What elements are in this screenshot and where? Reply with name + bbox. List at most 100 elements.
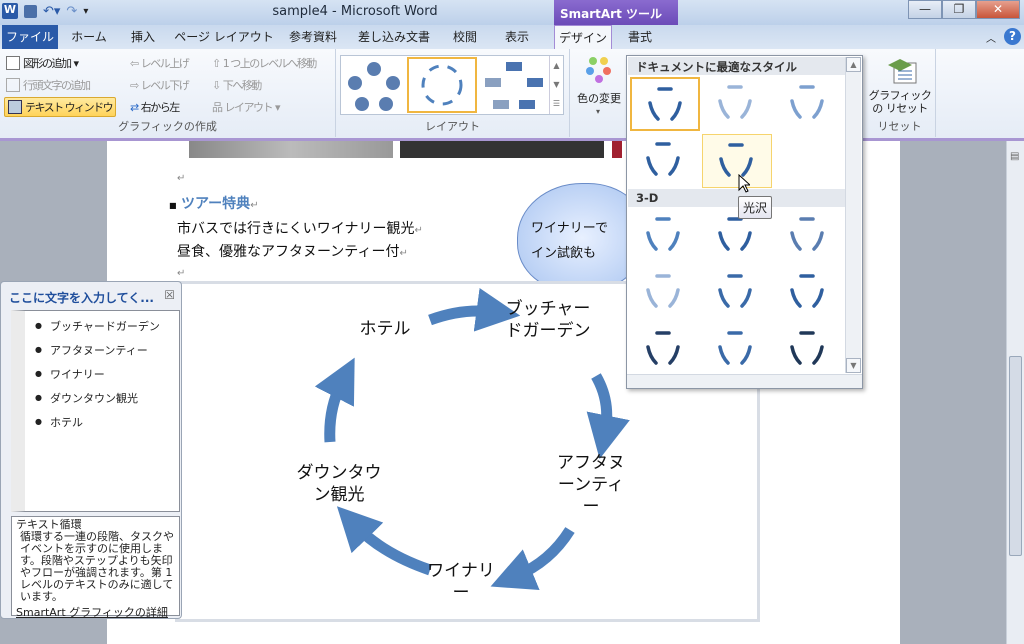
save-icon[interactable] (24, 4, 37, 18)
smartart-styles-gallery: ドキュメントに最適なスタイル 3-D ▲ ▼ (626, 55, 863, 389)
smartart-style-option[interactable] (630, 209, 700, 263)
promote-button[interactable]: ⇦レベル上げ (130, 56, 190, 71)
smartart-details-link[interactable]: SmartArt グラフィックの詳細 (16, 606, 168, 619)
restore-button[interactable]: ❐ (942, 0, 976, 19)
layout-text-cycle[interactable] (407, 57, 477, 113)
list-item[interactable]: ダウンタウン観光 (35, 390, 179, 407)
style-preview (646, 142, 680, 176)
cycle-arrow (314, 357, 355, 443)
scroll-up-button[interactable]: ▲ (846, 57, 861, 72)
list-item[interactable]: ホテル (35, 414, 179, 431)
doc-line-2[interactable]: 昼食、優雅なアフタヌーンティー付↵ (177, 244, 408, 260)
smartart-style-option[interactable] (702, 209, 772, 263)
help-icon[interactable]: ? (1004, 28, 1021, 45)
gallery-resize-handle[interactable] (627, 374, 862, 388)
tab-design[interactable]: デザイン (554, 25, 612, 49)
doc-heading[interactable]: ■ ツアー特典↵ (169, 196, 259, 212)
layout-block-cycle[interactable] (483, 60, 545, 112)
text-pane-button[interactable]: テキスト ウィンドウ (4, 97, 117, 117)
tab-file[interactable]: ファイル (2, 25, 58, 49)
doc-line-1[interactable]: 市バスでは行きにくいワイナリー観光↵ (177, 221, 423, 237)
smartart-style-option[interactable] (702, 134, 772, 188)
move-up-button[interactable]: ⇧1 つ上のレベルへ移動 (212, 56, 317, 71)
gallery-section-header: 3-D (628, 189, 846, 207)
smartart-style-option[interactable] (774, 323, 844, 377)
smartart-style-option[interactable] (630, 266, 700, 320)
description-text: 循環する一連の段階、タスクやイベントを示すのに使用します。段階やステップよりも矢… (20, 530, 174, 603)
smartart-style-option[interactable] (774, 266, 844, 320)
smartart-style-option[interactable] (702, 77, 772, 131)
paragraph-mark: ↵ (177, 173, 186, 184)
group-reset: グラフィックの リセット リセット (864, 49, 936, 137)
diagram-node[interactable]: ホテル (359, 319, 411, 339)
change-colors-button[interactable]: 色の変更 (577, 92, 621, 105)
tab-home[interactable]: ホーム (71, 30, 107, 44)
undo-icon[interactable]: ↶▾ (43, 3, 61, 19)
ruler-toggle-icon[interactable]: ▤ (1010, 151, 1020, 162)
window-title: sample4 - Microsoft Word (272, 4, 438, 19)
title-bar: W ↶▾ ↷ ▾ sample4 - Microsoft Word SmartA… (0, 0, 1024, 25)
arrow-up-icon: ⇧ (212, 56, 221, 70)
minimize-button[interactable]: — (908, 0, 942, 19)
diagram-node[interactable]: ブッチャードガーデン (505, 299, 591, 341)
smartart-style-option[interactable] (774, 209, 844, 263)
smartart-style-option[interactable] (702, 323, 772, 377)
smartart-style-option[interactable] (630, 134, 700, 188)
tab-page-layout[interactable]: ページ レイアウト (174, 30, 274, 44)
gallery-scrollbar[interactable]: ▲ ▼ (845, 57, 861, 373)
smartart-style-option[interactable] (630, 77, 700, 131)
group-label: グラフィックの作成 (118, 120, 217, 133)
diagram-node[interactable]: アフタヌーンティー (557, 453, 625, 517)
layout-description: テキスト循環 循環する一連の段階、タスクやイベントを示すのに使用します。段階やス… (11, 516, 180, 619)
add-shape-button[interactable]: 図形の追加 ▾ (6, 55, 79, 71)
list-item[interactable]: アフタヌーンティー (35, 342, 179, 359)
cycle-arrow (586, 373, 630, 459)
tab-references[interactable]: 参考資料 (288, 30, 337, 44)
close-icon[interactable]: ☒ (164, 288, 175, 302)
text-pane-list[interactable]: ブッチャードガーデン アフタヌーンティー ワイナリー ダウンタウン観光 ホテル (11, 310, 180, 512)
group-layouts: ▲▼☰ レイアウト (336, 49, 570, 137)
cloud-text-1: ワイナリーで (531, 221, 608, 236)
right-to-left-button[interactable]: ⇄右から左 (130, 100, 180, 115)
list-item[interactable]: ブッチャードガーデン (35, 318, 179, 335)
redo-icon[interactable]: ↷ (66, 3, 78, 19)
cloud-text-2: イン試飲も (531, 246, 597, 261)
smartart-style-option[interactable] (774, 77, 844, 131)
close-button[interactable]: ✕ (976, 0, 1020, 19)
add-bullet-button[interactable]: 行頭文字の追加 (6, 77, 91, 93)
text-pane: ここに文字を入力してく... ☒ ブッチャードガーデン アフタヌーンティー ワイ… (0, 281, 182, 619)
scrollbar-thumb[interactable] (1009, 356, 1022, 556)
customize-qat-icon[interactable]: ▾ (83, 5, 89, 17)
smartart-style-option[interactable] (702, 266, 772, 320)
layout-basic-cycle[interactable] (345, 60, 403, 112)
move-down-button[interactable]: ⇩下へ移動 (212, 78, 262, 93)
layout-button[interactable]: 品レイアウト ▾ (212, 100, 281, 115)
style-preview (719, 143, 753, 177)
cycle-arrow (428, 288, 521, 332)
smartart-style-option[interactable] (630, 323, 700, 377)
tab-view[interactable]: 表示 (504, 30, 529, 44)
shape-icon (6, 56, 20, 70)
tab-format[interactable]: 書式 (627, 30, 652, 44)
cycle-diagram (314, 288, 630, 591)
layout-gallery-scroll[interactable]: ▲▼☰ (549, 56, 563, 114)
diagram-node[interactable]: ダウンタウン観光 (296, 463, 382, 505)
vertical-scrollbar[interactable]: ▤ (1006, 141, 1024, 644)
reset-graphic-button[interactable]: グラフィックの リセット (868, 89, 932, 115)
tab-mailings[interactable]: 差し込み文書 (357, 30, 430, 44)
mouse-cursor-icon (738, 174, 750, 193)
tab-review[interactable]: 校閲 (452, 30, 477, 44)
arrow-right-icon: ⇨ (130, 78, 139, 92)
list-item[interactable]: ワイナリー (35, 366, 179, 383)
style-preview (718, 217, 752, 251)
reset-graphic-icon (888, 59, 917, 84)
tab-insert[interactable]: 挿入 (130, 30, 155, 44)
minimize-ribbon-icon[interactable]: ︿ (986, 34, 996, 45)
demote-button[interactable]: ⇨レベル下げ (130, 78, 190, 93)
diagram-node[interactable]: ワイナリー (427, 561, 495, 603)
scroll-down-button[interactable]: ▼ (846, 358, 861, 373)
description-title: テキスト循環 (16, 518, 82, 531)
photo-1 (189, 141, 393, 158)
word-icon[interactable]: W (2, 3, 18, 19)
gallery-section-header: ドキュメントに最適なスタイル (628, 57, 846, 75)
